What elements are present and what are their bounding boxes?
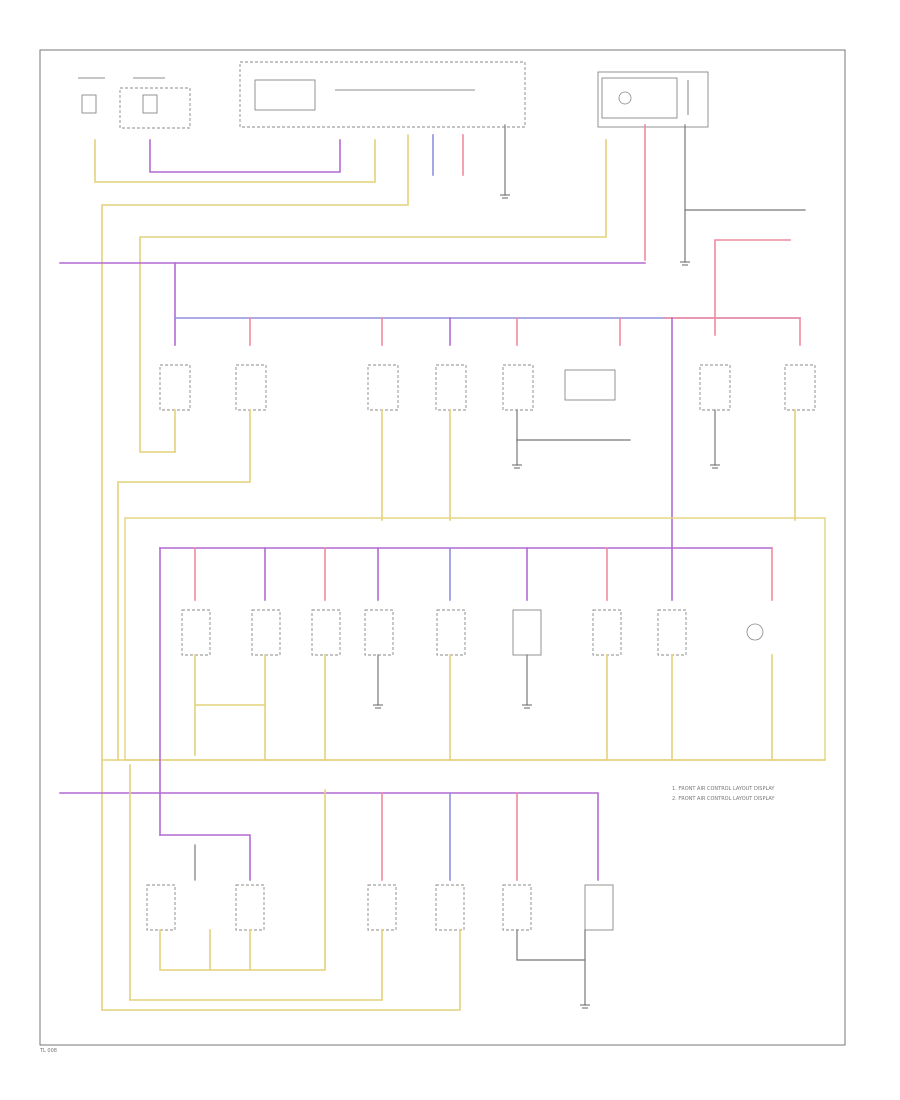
- switch-row-2: [101, 517, 826, 836]
- legend-note-1: 1. FRONT AIR CONTROL LAYOUT DISPLAY: [672, 786, 775, 792]
- switch-row-1: [59, 262, 816, 761]
- legend: 1. FRONT AIR CONTROL LAYOUT DISPLAY 2. F…: [672, 786, 775, 802]
- central-control-unit: [239, 61, 526, 128]
- diagram-frame: [39, 49, 846, 1046]
- fuse-block-left: [78, 77, 191, 129]
- top-section: [78, 61, 806, 1011]
- legend-note-2: 2. FRONT AIR CONTROL LAYOUT DISPLAY: [672, 796, 775, 802]
- switch-row-3: [59, 764, 614, 1011]
- footer-code: TL 008: [39, 1048, 57, 1054]
